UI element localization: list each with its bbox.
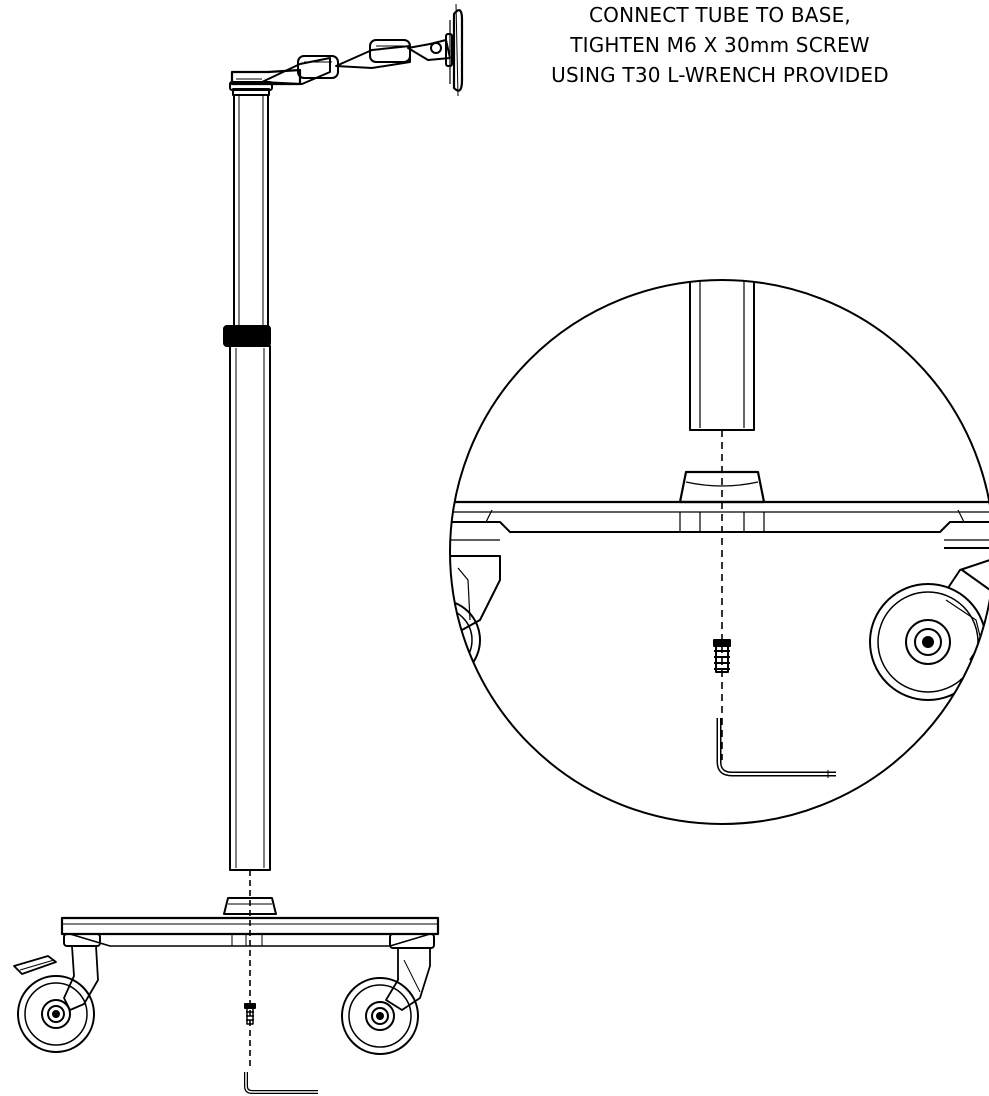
monitor-arm: [230, 39, 451, 86]
instruction-line-3: USING T30 L-WRENCH PROVIDED: [551, 63, 889, 87]
detail-t30-l-wrench: [716, 718, 836, 778]
lower-tube: [229, 345, 271, 871]
detail-m6-screw: [713, 639, 731, 673]
base-frame: [60, 916, 440, 947]
detail-circle-outline: [449, 279, 989, 825]
instruction-line-1: CONNECT TUBE TO BASE,: [589, 3, 851, 27]
right-caster: [341, 933, 435, 1055]
instruction-text: CONNECT TUBE TO BASE, TIGHTEN M6 X 30mm …: [500, 0, 940, 90]
detail-base-frame: [450, 500, 989, 541]
instruction-line-2: TIGHTEN M6 X 30mm SCREW: [570, 33, 870, 57]
m6-screw: [244, 1003, 256, 1025]
height-clamp-collar: [223, 325, 271, 347]
detail-left-caster: [450, 555, 501, 681]
detail-circle-view: [449, 279, 989, 825]
monitor-mount-plate: [445, 3, 464, 97]
base-hub: [223, 897, 277, 915]
t30-l-wrench: [244, 1072, 318, 1094]
overall-stand-view: [13, 3, 464, 1094]
left-caster: [13, 933, 101, 1053]
upper-tube: [233, 94, 269, 328]
